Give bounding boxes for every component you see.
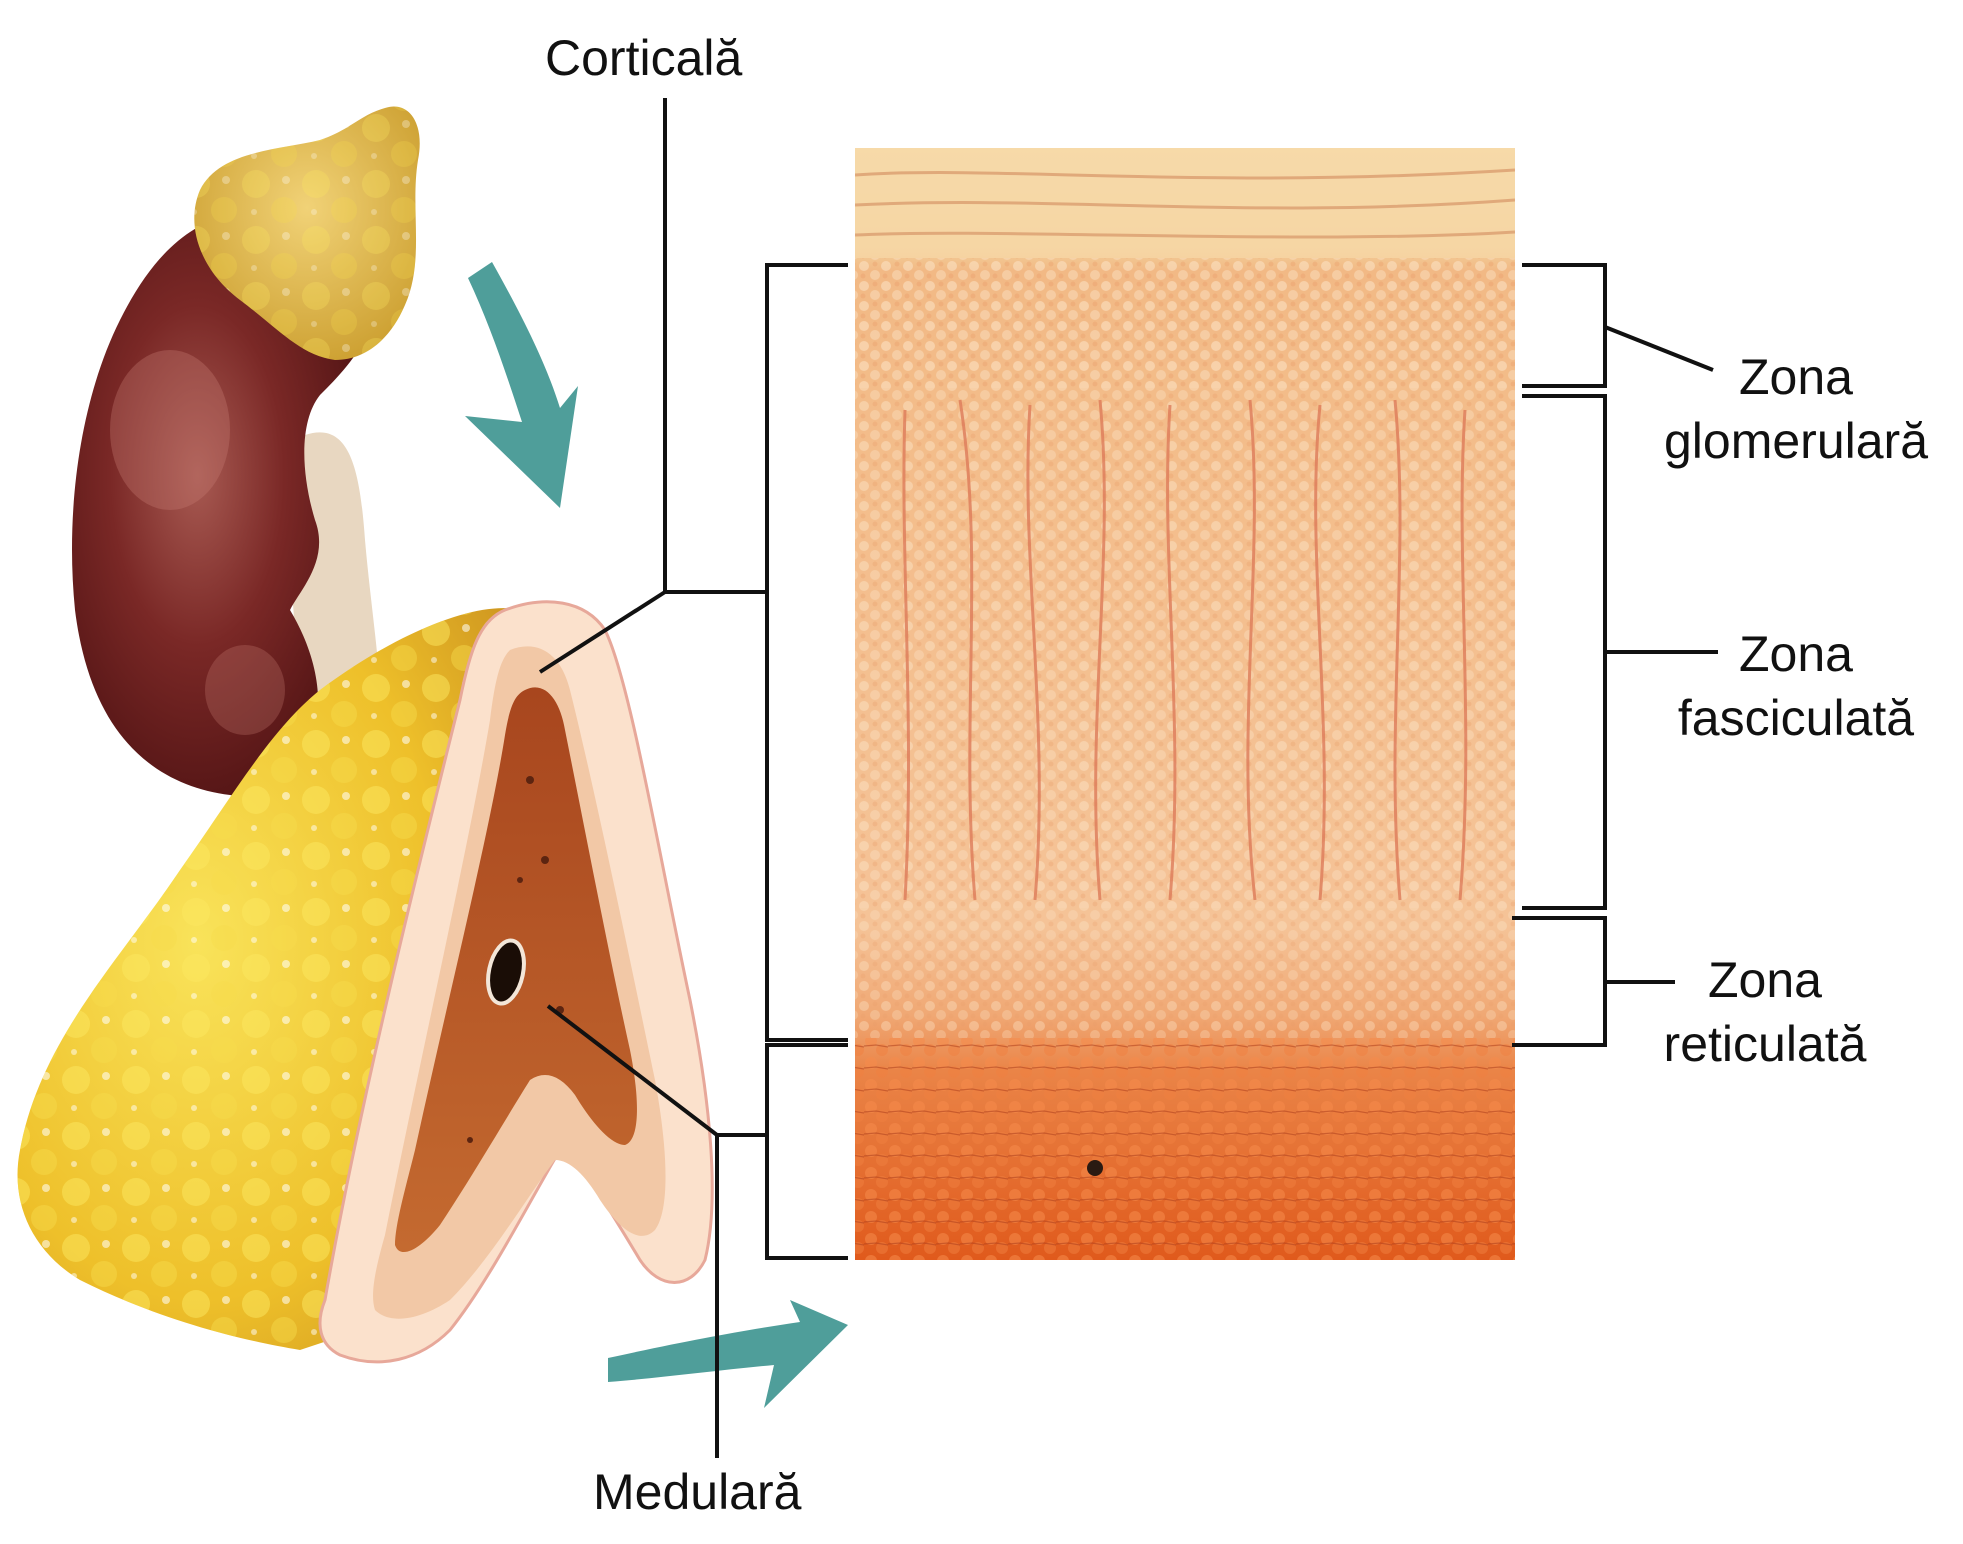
histology-section <box>855 148 1515 1260</box>
cortex-pointer <box>538 590 667 674</box>
glomerulosa-leader <box>1604 325 1714 372</box>
cortex-bracket <box>765 263 848 1042</box>
zona-reticularis-line2: reticulată <box>1663 1016 1867 1072</box>
fasciculata-bracket <box>1522 394 1607 910</box>
cortex-label: Corticală <box>545 30 743 86</box>
zona-glomerulosa-layer <box>855 258 1515 388</box>
medulla-layer <box>855 1038 1515 1260</box>
leader-lines <box>538 98 1718 1458</box>
zona-fasciculata-line2: fasciculată <box>1677 690 1915 746</box>
medulla-pointer <box>546 1004 719 1137</box>
zona-fasciculata-label: Zona fasciculată <box>1640 622 1952 750</box>
zona-glomerulosa-line1: Zona <box>1739 349 1853 405</box>
arrow-right-icon <box>608 1300 848 1408</box>
zona-glomerulosa-line2: glomerulară <box>1663 413 1928 469</box>
arrow-down-right-icon <box>465 262 578 508</box>
zona-reticularis-line1: Zona <box>1708 952 1822 1008</box>
adrenal-cross-section <box>17 600 714 1364</box>
zona-fasciculata-line1: Zona <box>1739 626 1853 682</box>
medulla-bracket <box>765 1043 848 1260</box>
adrenal-cap-illustration <box>194 106 420 361</box>
medulla-label: Medulară <box>593 1464 802 1520</box>
reticularis-bracket <box>1512 916 1607 1047</box>
zona-reticularis-label: Zona reticulată <box>1620 948 1910 1076</box>
zona-glomerulosa-label: Zona glomerulară <box>1640 345 1952 473</box>
glomerulosa-bracket <box>1522 263 1607 388</box>
zona-fasciculata-layer <box>855 388 1515 908</box>
zona-reticularis-layer <box>855 908 1515 1038</box>
